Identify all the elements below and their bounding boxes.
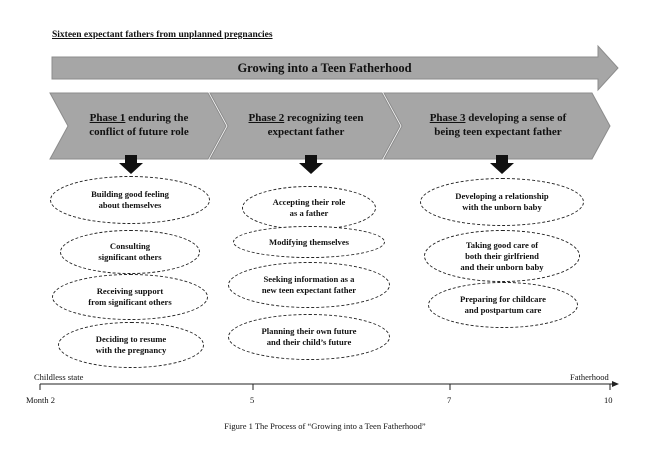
phase-2-title-line1: recognizing teen (284, 112, 364, 124)
phase-1-label: Phase 1 enduring the conflict of future … (66, 111, 212, 139)
node-text: Modifying themselves (269, 236, 349, 247)
node-taking-good-care: Taking good care of both their girlfrien… (424, 230, 580, 282)
timeline-tick-label-10: 10 (604, 395, 613, 405)
timeline-tick-label-5: 5 (250, 395, 255, 405)
node-building-good-feeling: Building good feeling about themselves (50, 176, 210, 224)
node-text: Consulting significant others (98, 241, 162, 262)
phase-3-title-line1: developing a sense of (465, 112, 567, 124)
node-deciding-to-resume: Deciding to resume with the pregnancy (58, 322, 204, 368)
phase-1-title-line1: enduring the (125, 112, 189, 124)
node-text: Seeking information as a new teen expect… (261, 274, 357, 295)
main-arrow-label: Growing into a Teen Fatherhood (237, 61, 412, 75)
phase-1-number: Phase 1 (89, 112, 126, 124)
phase-1-chevron (49, 92, 227, 160)
phase-3-chevron (383, 92, 611, 160)
diagram-header: Sixteen expectant fathers from unplanned… (52, 30, 273, 40)
node-text: Accepting their role as a father (272, 197, 346, 218)
timeline-tick-label-month-2: Month 2 (26, 395, 56, 405)
phase-2-label: Phase 2 recognizing teen expectant fathe… (226, 111, 386, 139)
timeline-arrowhead (612, 381, 619, 387)
node-consulting-significant-others: Consulting significant others (60, 230, 200, 274)
node-text: Planning their own future and their chil… (261, 326, 357, 347)
phase-3-title-line2: being teen expectant father (434, 126, 562, 138)
timeline-start-label: Childless state (34, 372, 84, 382)
phase-3-number: Phase 3 (429, 112, 466, 124)
phase-1-title-line2: conflict of future role (89, 126, 189, 138)
node-text: Deciding to resume with the pregnancy (95, 334, 167, 355)
timeline-tick-label-7: 7 (447, 395, 452, 405)
phase-2-down-arrow (299, 155, 323, 174)
node-receiving-support: Receiving support from significant other… (52, 274, 208, 320)
figure-caption: Figure 1 The Process of “Growing into a … (224, 421, 426, 431)
node-preparing-for-childcare: Preparing for childcare and postpartum c… (428, 282, 578, 328)
node-text: Preparing for childcare and postpartum c… (460, 294, 546, 315)
phase-2-title-line2: expectant father (267, 126, 345, 138)
node-text: Taking good care of both their girlfrien… (460, 239, 544, 272)
node-seeking-information: Seeking information as a new teen expect… (228, 262, 390, 308)
phase-3-label: Phase 3 developing a sense of being teen… (400, 111, 596, 139)
node-accepting-their-role: Accepting their role as a father (242, 186, 376, 230)
node-text: Building good feeling about themselves (91, 189, 169, 210)
phase-1-down-arrow (119, 155, 143, 174)
node-modifying-themselves: Modifying themselves (233, 226, 385, 258)
main-arrow-shape (51, 44, 619, 92)
node-planning-their-future: Planning their own future and their chil… (228, 314, 390, 360)
phase-3-down-arrow (490, 155, 514, 174)
node-text: Developing a relationship with the unbor… (455, 191, 549, 212)
node-developing-relationship: Developing a relationship with the unbor… (420, 178, 584, 226)
phase-2-number: Phase 2 (248, 112, 285, 124)
timeline-end-label: Fatherhood (570, 372, 609, 382)
node-text: Receiving support from significant other… (88, 286, 172, 307)
phase-2-chevron (209, 92, 401, 160)
